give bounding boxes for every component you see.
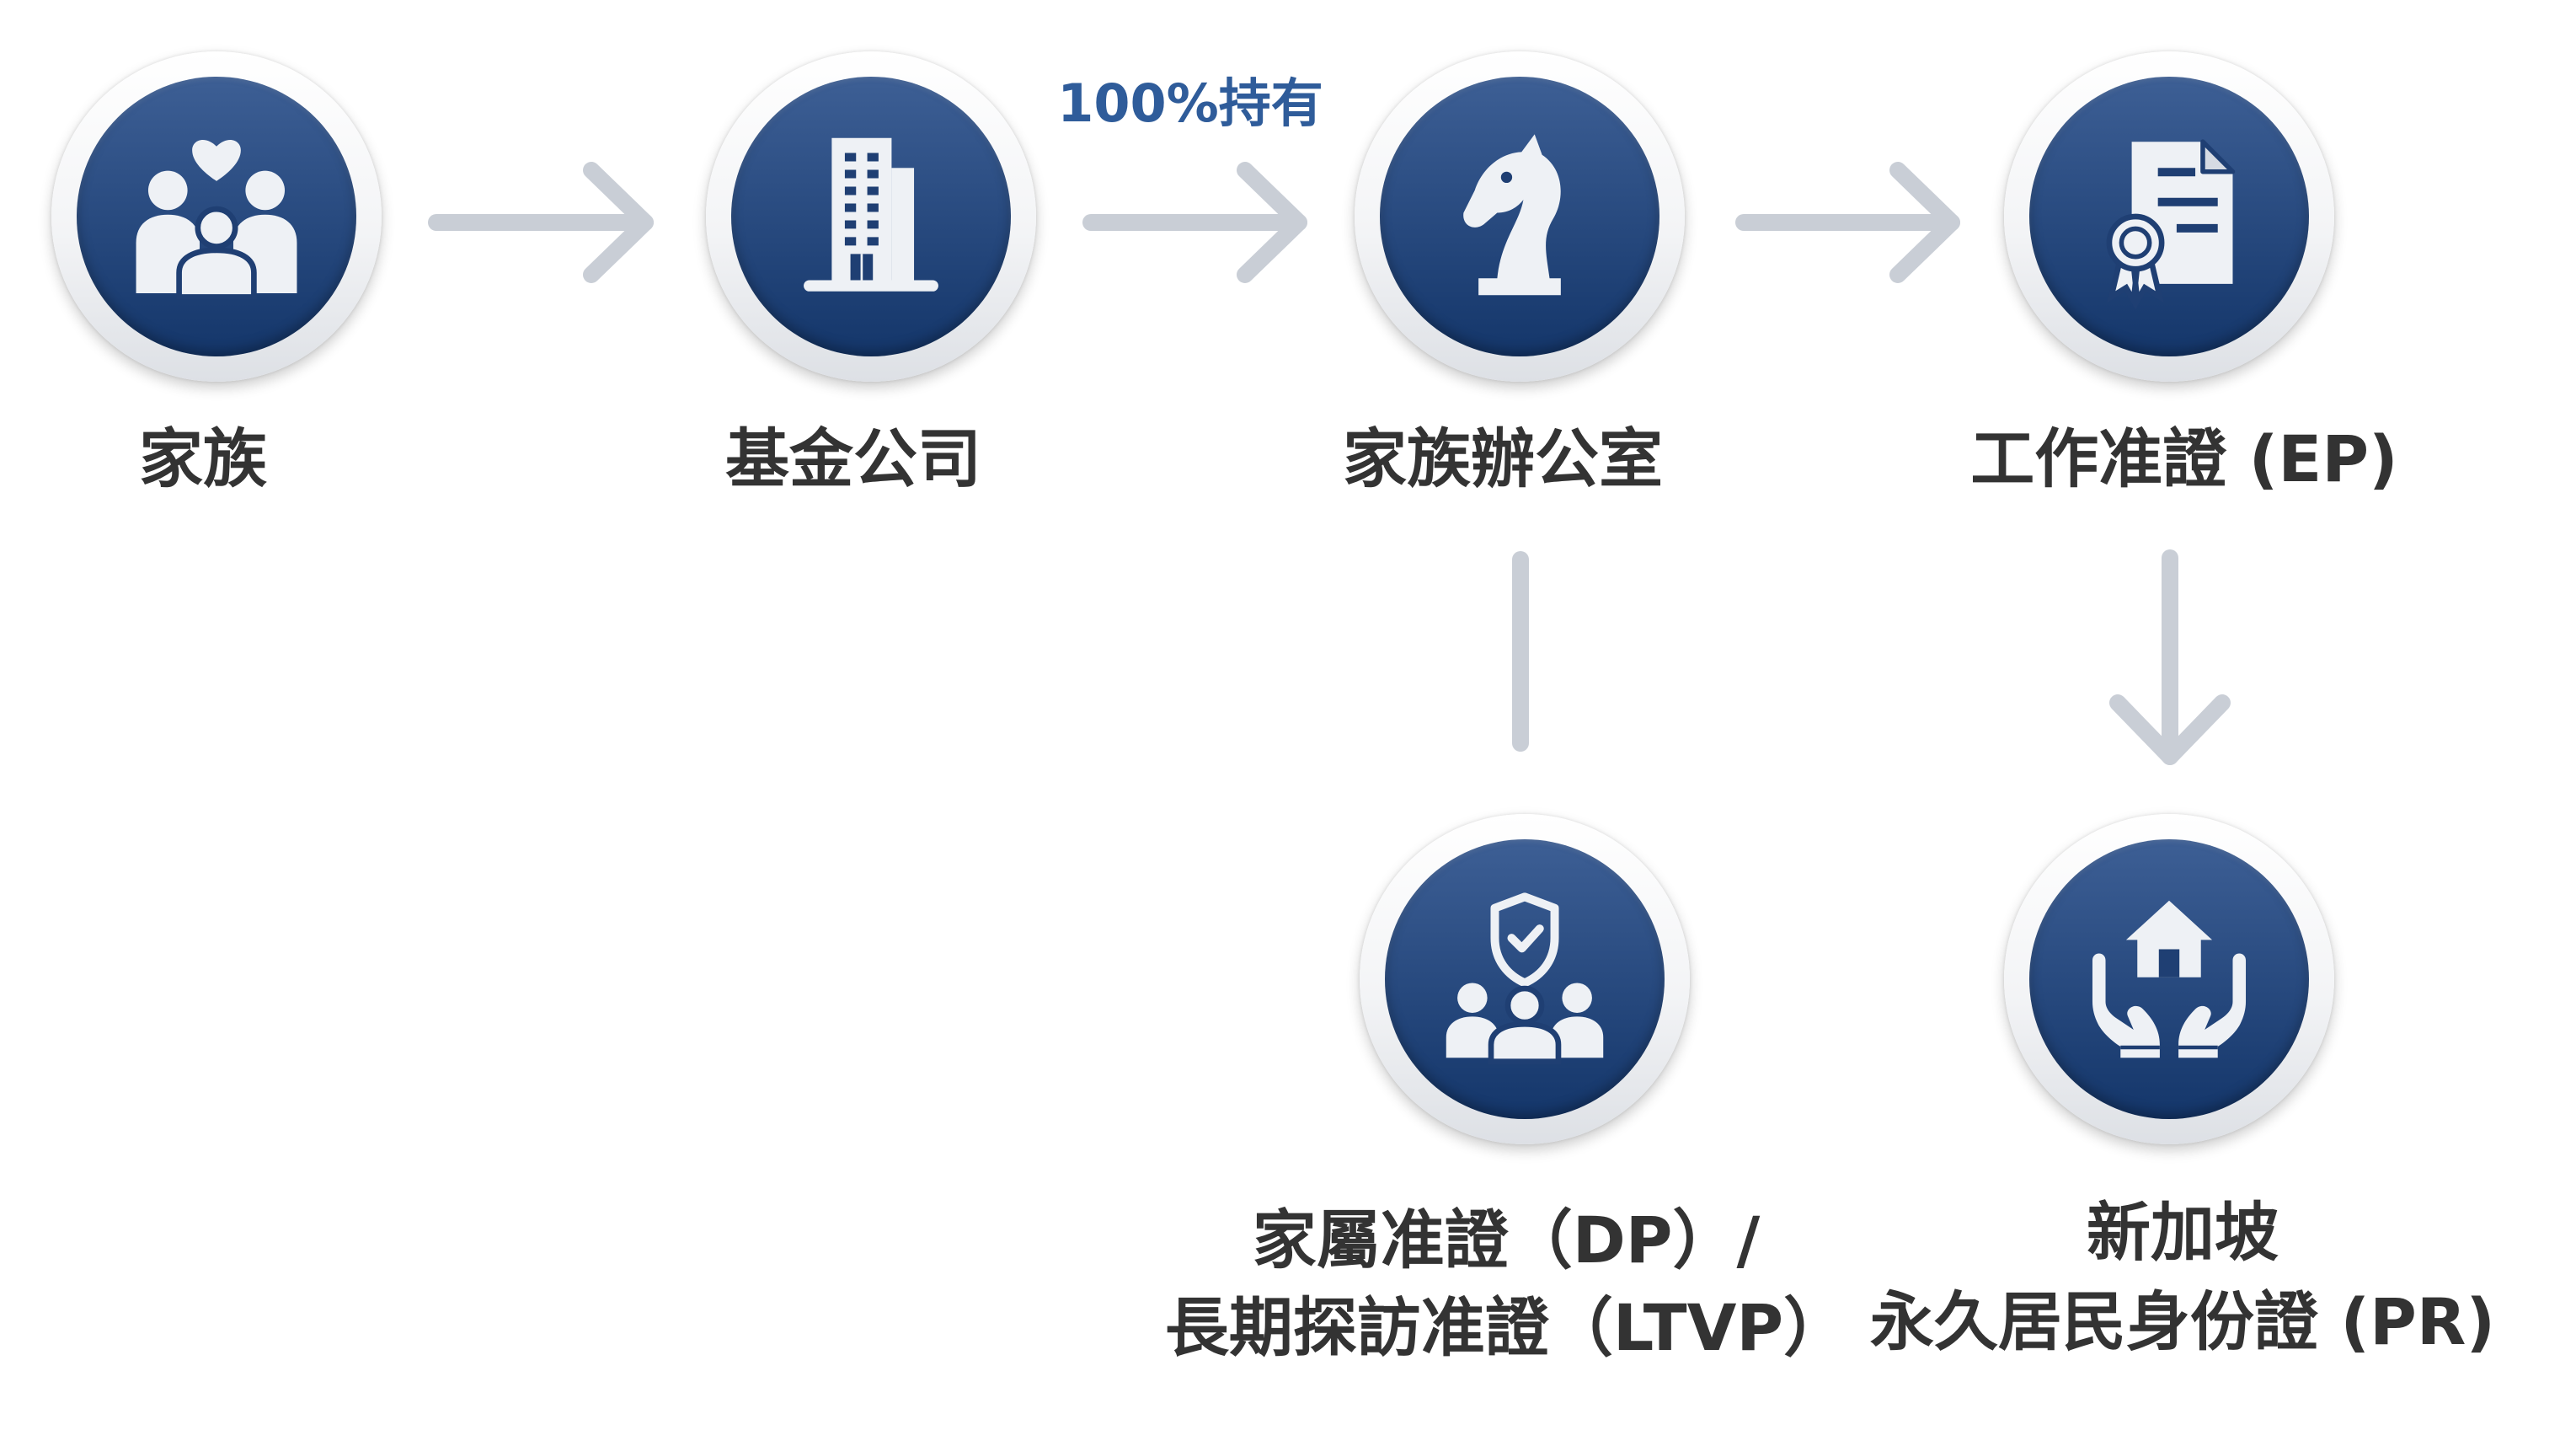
node-family — [51, 51, 382, 382]
hand-left — [2092, 953, 2160, 1058]
node-label-employment-pass: 工作准證 (EP) — [1970, 421, 2398, 496]
arrow-family-office-to-ep — [1735, 162, 1960, 283]
arrowhead — [1237, 162, 1307, 283]
building-door-divider — [860, 254, 863, 284]
node-disc — [2029, 839, 2309, 1119]
family-icon — [136, 140, 297, 300]
seal-badge — [2106, 213, 2165, 272]
node-ring — [1355, 51, 1685, 382]
knight-eye — [1500, 171, 1513, 184]
arrow-family-to-fund-company — [428, 162, 654, 283]
node-ring — [2004, 51, 2334, 382]
arrow-ep-to-pr — [2109, 549, 2231, 765]
parent-head-right — [245, 170, 286, 211]
node-ring — [1360, 814, 1690, 1144]
person-body-center — [1488, 1020, 1562, 1065]
seal-inner-ring — [2119, 226, 2152, 260]
node-ring — [51, 51, 382, 382]
heart-shape — [192, 140, 241, 181]
person-body-right — [1551, 1016, 1604, 1058]
chess-knight-icon — [1463, 134, 1561, 296]
node-fund-company — [706, 51, 1036, 382]
hands-house-icon — [2092, 900, 2247, 1058]
node-label-line: 長期探訪准證（LTVP） — [1164, 1290, 1848, 1365]
certificate-icon — [2106, 139, 2236, 310]
node-disc — [1380, 77, 1659, 356]
child-head — [195, 206, 238, 249]
node-disc — [2029, 77, 2309, 356]
check-mark — [1507, 924, 1544, 953]
node-employment-pass — [2004, 51, 2334, 382]
person-head-right — [1562, 983, 1592, 1013]
node-label-fund-company: 基金公司 — [725, 421, 981, 496]
node-label-permanent-resident: 新加坡 永久居民身份證 (PR) — [1846, 1188, 2520, 1367]
node-label-line: 永久居民身份證 (PR) — [1869, 1284, 2496, 1359]
house-shape — [2125, 900, 2213, 977]
node-ring — [706, 51, 1036, 382]
building-wing — [891, 168, 915, 284]
parent-head-left — [147, 170, 188, 211]
node-label-family-office: 家族辦公室 — [1343, 421, 1663, 496]
person-head-center — [1504, 985, 1545, 1026]
hand-right — [2178, 953, 2247, 1058]
shield-outline — [1490, 892, 1559, 988]
knight-piece — [1463, 134, 1561, 296]
node-disc — [77, 77, 356, 356]
node-ring — [2004, 814, 2334, 1144]
building-windows — [844, 153, 879, 246]
shield-family-icon — [1446, 892, 1604, 1065]
node-label-dependant-pass: 家屬准證（DP）/ 長期探訪准證（LTVP） — [1085, 1197, 1927, 1372]
arrow-fund-company-to-family-office — [1082, 162, 1307, 283]
office-building-icon — [804, 137, 938, 292]
document-lines — [2157, 168, 2218, 233]
arrowhead — [583, 162, 654, 283]
node-disc — [1385, 839, 1665, 1119]
child-body — [176, 247, 257, 300]
document-fold — [2200, 139, 2236, 174]
sleeve-cuffs — [2120, 1045, 2218, 1050]
node-disc — [731, 77, 1011, 356]
node-dependant-pass — [1360, 814, 1690, 1144]
node-label-line: 新加坡 — [2087, 1195, 2279, 1270]
node-family-office — [1355, 51, 1685, 382]
person-head-left — [1457, 983, 1488, 1013]
house-door — [2158, 949, 2180, 977]
arrowhead — [1889, 162, 1960, 283]
arrowhead — [2109, 694, 2231, 765]
node-label-family: 家族 — [139, 421, 267, 496]
node-permanent-resident — [2004, 814, 2334, 1144]
edge-label-ownership: 100%持有 — [1057, 72, 1323, 134]
node-label-line: 家屬准證（DP）/ — [1252, 1202, 1761, 1277]
building-ground — [804, 280, 938, 292]
person-body-left — [1446, 1016, 1499, 1058]
